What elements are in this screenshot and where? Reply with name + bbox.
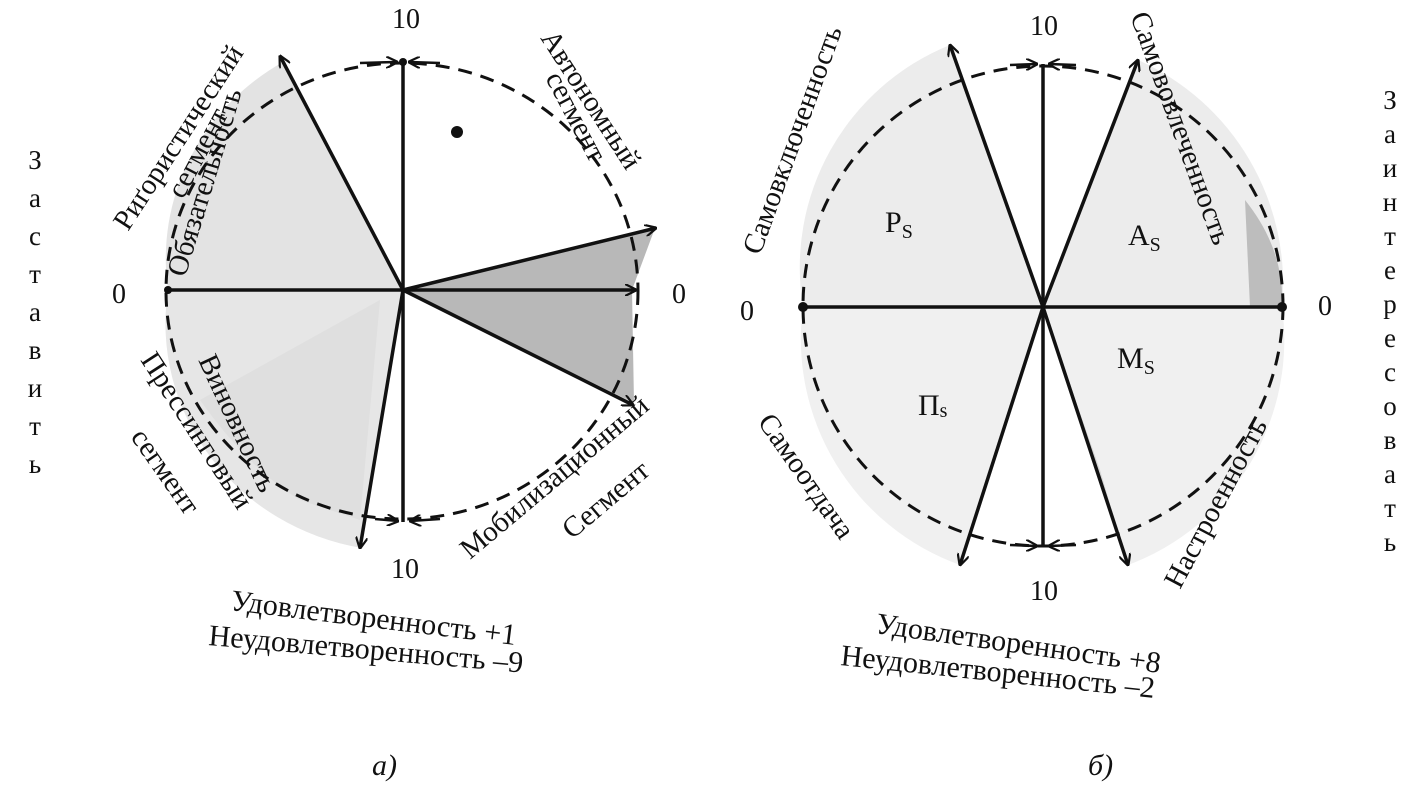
axis-left-dot-b — [798, 302, 808, 312]
shade-b-left-top — [799, 45, 1043, 307]
scale-left-a: 0 — [112, 279, 126, 310]
vector-mood — [1041, 306, 1128, 565]
circle-arrow-bottom-right-a — [410, 519, 441, 521]
vector-autonomous — [402, 228, 656, 292]
scale-bottom-b: 10 — [1030, 576, 1058, 607]
shade-rigoristic — [165, 62, 403, 290]
scale-left-b: 0 — [740, 296, 754, 327]
shade-mobilization-wedge — [403, 228, 655, 403]
diagram-a: 10 10 0 0 Риґористический сегмент Автоно… — [20, 4, 686, 782]
scale-bottom-a: 10 — [391, 554, 419, 585]
vector-self-dedication — [960, 306, 1045, 565]
circle-arrow-bottom-right-b — [1049, 545, 1077, 546]
circle-arrow-bottom-left-a — [374, 519, 398, 521]
shade-guilt-zone — [200, 300, 380, 520]
sector-ps2: Пs — [918, 389, 948, 422]
shade-b-bottom-right — [1043, 307, 1285, 565]
vertical-word-zastavit: Заставить — [20, 145, 50, 487]
sector-ps: PS — [885, 206, 913, 243]
diagram-b: 10 10 0 0 PS AS MS Пs Самовключенность С… — [737, 7, 1405, 782]
shade-b-right — [1043, 60, 1284, 307]
axis-end-dot-a — [164, 286, 172, 294]
scale-top-b: 10 — [1030, 11, 1058, 42]
sector-ms: MS — [1117, 342, 1155, 379]
vector-self-inclusion — [950, 45, 1045, 308]
vector-guilt — [360, 289, 405, 548]
dot-mark-a — [451, 126, 463, 138]
circle-arrow-bottom-left-b — [1009, 545, 1037, 546]
scale-right-a: 0 — [672, 279, 686, 310]
vector-obligation — [280, 56, 405, 291]
vertical-word-zainteresovat: Заинтересовать — [1375, 85, 1405, 561]
caption-a: а) — [372, 749, 397, 782]
scale-top-a: 10 — [392, 4, 420, 35]
sector-as: AS — [1128, 219, 1161, 256]
shade-b-bottom-left — [800, 307, 1043, 565]
circle-arrow-top-left-b — [1009, 64, 1037, 65]
circle-arrow-top-right-b — [1049, 64, 1077, 65]
circle-arrow-top-right-a — [409, 62, 441, 63]
circle-arrow-top-left-a — [359, 62, 397, 63]
vector-self-involvement — [1041, 60, 1138, 308]
axis-right-dot-b — [1277, 302, 1287, 312]
caption-b: б) — [1088, 749, 1113, 782]
axis-top-dot-a — [399, 58, 407, 66]
scale-right-b: 0 — [1318, 291, 1332, 322]
vector-mobilization — [402, 288, 633, 407]
